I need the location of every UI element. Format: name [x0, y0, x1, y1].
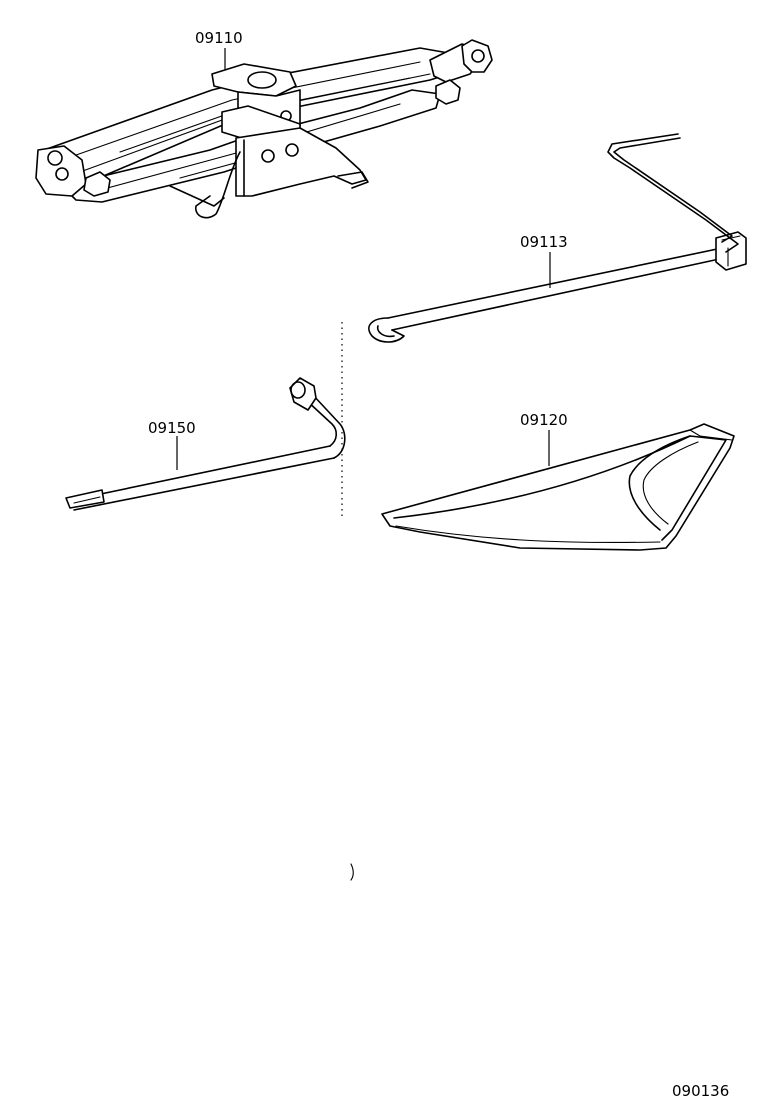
- wrench-drawing: [65, 377, 346, 511]
- diagram-code: 090136: [672, 1082, 729, 1100]
- jack-drawing: [35, 39, 493, 219]
- part-number-handle: 09113: [520, 233, 568, 251]
- handle-drawing: [368, 133, 747, 343]
- part-number-jack: 09110: [195, 29, 243, 47]
- stray-mark: [350, 863, 354, 881]
- tray-drawing: [381, 423, 735, 551]
- part-number-tray: 09120: [520, 411, 568, 429]
- part-number-wrench: 09150: [148, 419, 196, 437]
